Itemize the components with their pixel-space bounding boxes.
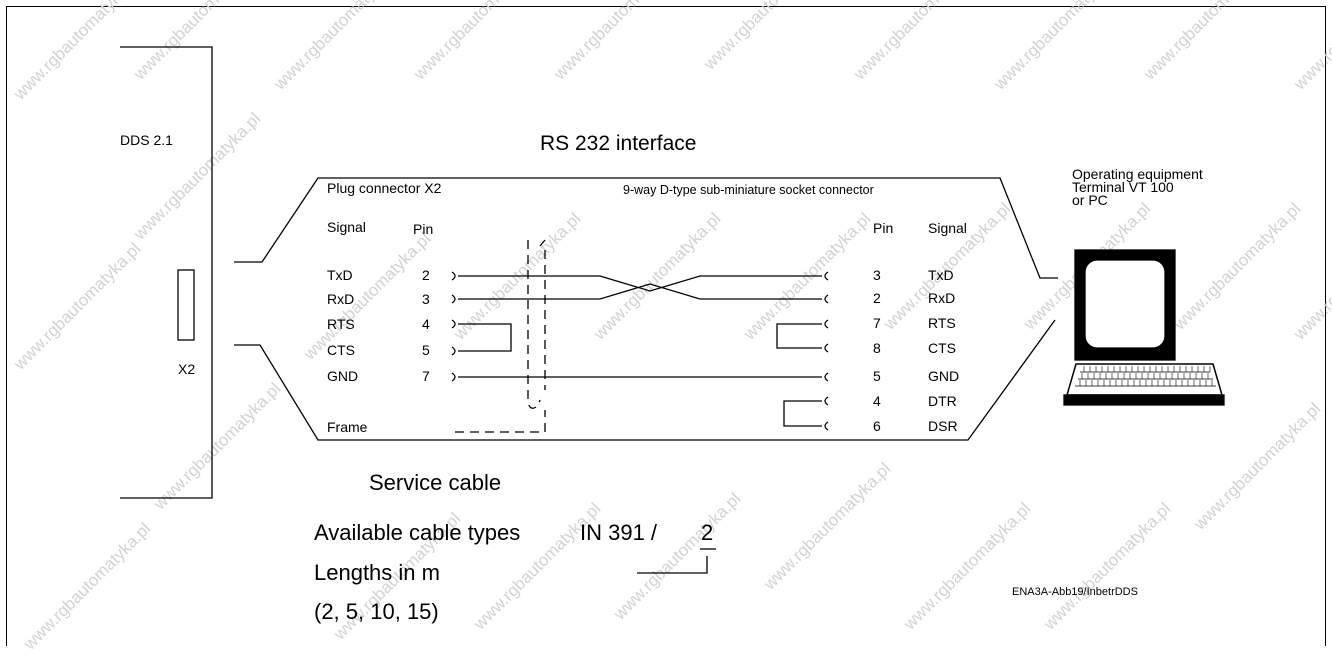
right-signal-txd: TxD bbox=[928, 267, 954, 283]
left-pin-number: 5 bbox=[422, 342, 430, 358]
equipment-line-1: Operating equipment bbox=[1072, 166, 1203, 182]
right-pin-number: 7 bbox=[873, 315, 881, 331]
port-label: X2 bbox=[178, 361, 196, 377]
lengths-label: Lengths in m bbox=[314, 560, 440, 585]
frame-label: Frame bbox=[327, 419, 368, 435]
right-signal-rxd: RxD bbox=[928, 290, 956, 306]
device-name: DDS 2.1 bbox=[120, 132, 173, 148]
right-connector-label: 9-way D-type sub-miniature socket connec… bbox=[623, 183, 874, 197]
equipment-line-2: Terminal VT 100 bbox=[1072, 179, 1174, 195]
terminal-icon bbox=[1063, 249, 1225, 406]
right-pin-number: 5 bbox=[873, 368, 881, 384]
left-pin-number: 7 bbox=[422, 368, 430, 384]
right-signal-dsr: DSR bbox=[928, 418, 958, 434]
left-signal-gnd: GND bbox=[327, 368, 359, 384]
left-pin-header: Pin bbox=[413, 221, 434, 237]
right-rts-cts-loop bbox=[776, 323, 822, 349]
equipment-line-3: or PC bbox=[1072, 192, 1108, 208]
right-signal-cts: CTS bbox=[928, 340, 956, 356]
right-signal-header: Signal bbox=[928, 220, 967, 236]
cable-code-suffix: 2 bbox=[701, 520, 714, 545]
x2-port bbox=[177, 269, 195, 341]
housing-top bbox=[234, 177, 1058, 279]
left-signal-rxd: RxD bbox=[327, 291, 355, 307]
cable-code-leader bbox=[637, 556, 708, 574]
figure-id: ENA3A-Abb19/InbetrDDS bbox=[1012, 586, 1138, 598]
right-pin-header: Pin bbox=[873, 220, 894, 236]
left-signal-cts: CTS bbox=[327, 342, 355, 358]
lengths-values: (2, 5, 10, 15) bbox=[314, 599, 439, 624]
left-signal-txd: TxD bbox=[327, 267, 353, 283]
left-pin-number: 3 bbox=[422, 291, 430, 307]
left-signal-header: Signal bbox=[327, 219, 366, 235]
cable-shield bbox=[455, 239, 546, 433]
housing-bottom bbox=[234, 319, 1056, 441]
right-pin-number: 3 bbox=[873, 267, 881, 283]
right-signal-dtr: DTR bbox=[928, 393, 957, 409]
cable-types-label: Available cable types bbox=[314, 520, 521, 545]
crossover-wires bbox=[458, 275, 822, 300]
right-pin-contacts bbox=[824, 271, 829, 431]
right-pin-number: 6 bbox=[873, 418, 881, 434]
left-pin-contacts bbox=[451, 271, 456, 382]
right-signal-rts: RTS bbox=[928, 315, 956, 331]
right-pin-number: 8 bbox=[873, 340, 881, 356]
dtr-dsr-loop bbox=[783, 400, 822, 427]
left-pin-number: 2 bbox=[422, 267, 430, 283]
service-cable-label: Service cable bbox=[369, 470, 502, 495]
left-connector-label: Plug connector X2 bbox=[327, 180, 442, 196]
right-pin-number: 4 bbox=[873, 393, 881, 409]
left-signal-rts: RTS bbox=[327, 316, 355, 332]
right-signal-gnd: GND bbox=[928, 368, 960, 384]
right-pin-number: 2 bbox=[873, 290, 881, 306]
figure-frame bbox=[6, 6, 1326, 646]
left-rts-cts-loop bbox=[458, 323, 512, 352]
left-pin-number: 4 bbox=[422, 316, 430, 332]
dds-unit-outline bbox=[120, 46, 213, 499]
cable-code: IN 391 / bbox=[580, 520, 658, 545]
diagram-title: RS 232 interface bbox=[540, 132, 697, 155]
